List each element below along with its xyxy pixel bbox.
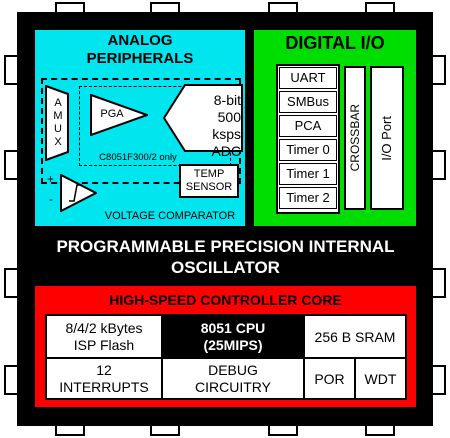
core-title: HIGH-SPEED CONTROLLER CORE: [109, 292, 342, 308]
analog-peripherals-block: ANALOG PERIPHERALS AMUX PGA 8-bit 500 ks…: [33, 28, 247, 228]
peripheral-smbus: SMBus: [279, 91, 337, 113]
peripheral-timer0: Timer 0: [279, 139, 337, 161]
amux-label: AMUX: [53, 97, 63, 148]
cpu-line2: (25MIPS): [203, 336, 263, 353]
oscillator-line2: OSCILLATOR: [171, 258, 280, 277]
temp-label-line1: TEMP: [193, 168, 225, 180]
isp-flash-cell: 8/4/2 kBytes ISP Flash: [46, 315, 162, 358]
interrupts-line2: INTERRUPTS: [59, 378, 149, 395]
peripheral-pca: PCA: [279, 115, 337, 137]
oscillator-line1: PROGRAMMABLE PRECISION INTERNAL: [56, 237, 395, 256]
amux-block: AMUX: [45, 85, 69, 161]
sram-cell: 256 B SRAM: [304, 315, 406, 358]
debug-line2: CIRCUITRY: [195, 378, 271, 395]
device-note: C8051F300/2 only: [99, 152, 177, 163]
temp-sensor-block: TEMP SENSOR: [179, 164, 239, 198]
peripheral-timer2: Timer 2: [279, 187, 337, 209]
peripheral-uart: UART: [279, 67, 337, 89]
adc-label-line1: 8-bit: [213, 92, 241, 108]
io-port-block: I/O Port: [370, 66, 404, 210]
analog-title-line2: PERIPHERALS: [86, 50, 194, 67]
flash-line2: ISP Flash: [73, 336, 135, 353]
debug-line1: DEBUG: [208, 361, 258, 378]
analog-title-line1: ANALOG: [107, 32, 173, 49]
wdt-cell: WDT: [355, 358, 406, 399]
adc-block: 8-bit 500 ksps ADC: [163, 84, 243, 159]
comparator-block: + -: [47, 172, 97, 212]
oscillator-block: PROGRAMMABLE PRECISION INTERNAL OSCILLAT…: [33, 231, 418, 282]
interrupts-line1: 12: [96, 361, 112, 378]
digital-io-inner: UART SMBus PCA Timer 0 Timer 1 Timer 2 C…: [270, 64, 410, 214]
cpu-line1: 8051 CPU: [200, 319, 266, 336]
pga-label: PGA: [100, 108, 124, 120]
flash-line1: 8/4/2 kBytes: [65, 319, 143, 336]
adc-label-line3: ADC: [211, 143, 241, 159]
comparator-plus: +: [47, 172, 55, 186]
debug-cell: DEBUG CIRCUITRY: [162, 358, 304, 399]
cpu-cell: 8051 CPU (25MIPS): [162, 315, 304, 358]
adc-label: 8-bit 500 ksps ADC: [185, 92, 241, 160]
por-cell: POR: [304, 358, 355, 399]
comparator-minus: -: [49, 192, 53, 206]
pga-block: PGA: [90, 94, 148, 136]
temp-label-line2: SENSOR: [185, 181, 233, 193]
peripheral-timer1: Timer 1: [279, 163, 337, 185]
comparator-label: VOLTAGE COMPARATOR: [104, 210, 236, 222]
interrupts-cell: 12 INTERRUPTS: [46, 358, 162, 399]
io-port-label: I/O Port: [379, 115, 394, 161]
crossbar-block: CROSSBAR: [344, 66, 366, 210]
crossbar-label: CROSSBAR: [348, 104, 362, 172]
digital-title: DIGITAL I/O: [285, 33, 385, 53]
analog-title: ANALOG PERIPHERALS: [35, 32, 245, 68]
adc-label-line2: 500 ksps: [212, 109, 241, 142]
